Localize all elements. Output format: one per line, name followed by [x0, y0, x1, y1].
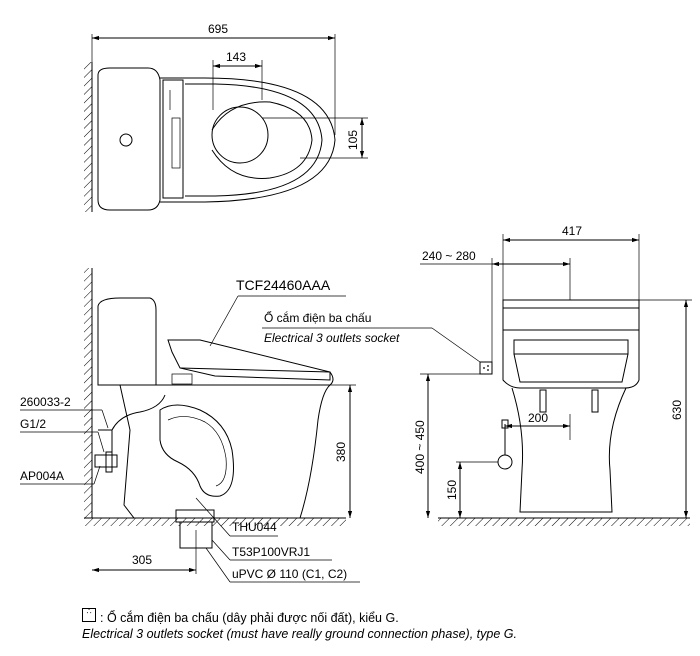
dim-supply-height: 150 [445, 480, 459, 500]
thread-label: G1/2 [20, 417, 46, 431]
dim-rough-in: 305 [132, 553, 152, 567]
dim-top-width: 695 [208, 22, 228, 36]
footnote-en: Electrical 3 outlets socket (must have r… [82, 627, 517, 641]
dim-seat-offset: 105 [346, 130, 360, 150]
dim-side-height: 380 [334, 442, 348, 462]
dim-front-width: 417 [562, 224, 582, 238]
footnote-vi: : Ổ cắm điện ba chấu (dây phải được nối … [100, 611, 399, 625]
dim-supply-offset: 200 [528, 411, 548, 425]
socket-label-en: Electrical 3 outlets socket [264, 331, 400, 345]
side-view: TCF24460AAA 260033-2 G1/2 AP004A THU044 … [20, 268, 360, 583]
flange-label: T53P100VRJ1 [232, 545, 310, 559]
seat-model-label: TCF24460AAA [236, 277, 331, 293]
pipe-label: uPVC Ø 110 (C1, C2) [232, 567, 347, 581]
valve-label: 260033-2 [20, 395, 71, 409]
thu-label: THU044 [232, 520, 277, 534]
dim-socket-offset: 240 ~ 280 [422, 249, 476, 263]
top-view: 695 143 105 [84, 22, 368, 212]
front-view: Ổ cắm điện ba chấu Electrical 3 outlets … [262, 224, 692, 526]
socket-label-vi: Ổ cắm điện ba chấu [264, 310, 371, 325]
dim-total-height: 630 [670, 400, 684, 420]
dim-socket-height: 400 ~ 450 [413, 420, 427, 474]
dim-seat-width: 143 [226, 50, 246, 64]
angle-valve-label: AP004A [20, 469, 64, 483]
socket-icon: ∴ [82, 608, 96, 622]
